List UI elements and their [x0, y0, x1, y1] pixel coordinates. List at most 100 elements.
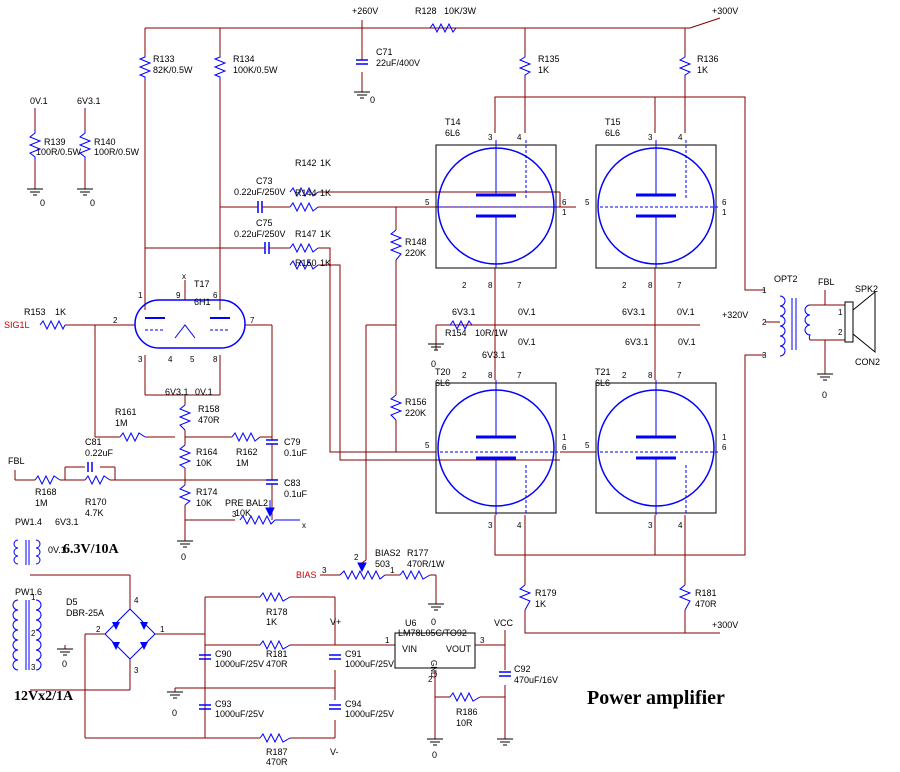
c71-id: C71	[376, 47, 393, 57]
rail-300v-top: +300V	[712, 6, 738, 16]
pin: 1	[562, 433, 567, 442]
r161-val: 1M	[115, 418, 128, 428]
t17-heater-label: 6V3.1	[165, 387, 189, 397]
pin: 2	[462, 371, 467, 380]
c79-id: C79	[284, 437, 301, 447]
rail-320v: +320V	[722, 310, 748, 320]
diagram-title: Power amplifier	[587, 687, 725, 709]
pin: 1	[722, 433, 727, 442]
pin: 7	[517, 281, 522, 290]
pin: 3	[762, 351, 767, 360]
c75-id: C75	[256, 218, 273, 228]
pw14-b: 0V.1	[48, 545, 66, 555]
r174-val: 470R/1W	[407, 559, 445, 569]
r164-id: R164	[196, 447, 218, 457]
t21-heater-label: 6V3.1	[625, 337, 649, 347]
r178-val: 1K	[535, 599, 546, 609]
r168-id: R170	[85, 497, 107, 507]
r147-id: R147	[295, 229, 317, 239]
c83-val: 0.1uF	[284, 489, 308, 499]
u6-val: LM78L05C/TO92	[398, 628, 467, 638]
r177-id: R178	[266, 607, 288, 617]
t21-id: T21	[595, 367, 611, 377]
c90-id: C90	[215, 649, 232, 659]
r170-id: R174	[196, 487, 218, 497]
tube-t15	[595, 140, 720, 269]
pin: 1	[838, 308, 843, 317]
pin: 6	[213, 291, 218, 300]
r166-val: 1M	[35, 498, 48, 508]
t14-type: 6L6	[445, 128, 460, 138]
r154-val: 10R/1W	[475, 328, 508, 338]
pin: 4	[517, 521, 522, 530]
r140-val: 100R/0.5W	[94, 147, 140, 157]
r164-val: 10K	[196, 458, 212, 468]
pin: 2	[762, 318, 767, 327]
pin: 5	[585, 441, 590, 450]
gnd-c71: 0	[370, 95, 375, 105]
c79-val: 0.1uF	[284, 448, 308, 458]
r186-id: R186	[456, 707, 478, 717]
r168-val: 4.7K	[85, 508, 104, 518]
r170-val: 10K	[196, 498, 212, 508]
pin: x	[182, 272, 186, 281]
c92-id: C92	[514, 664, 531, 674]
pin: 5	[425, 198, 430, 207]
pin: 1	[562, 208, 567, 217]
pin: 4	[134, 596, 139, 605]
pin: 1	[160, 625, 165, 634]
fbl-output-label: FBL	[818, 277, 835, 287]
pin: 7	[517, 371, 522, 380]
pin: 3	[138, 355, 143, 364]
pin: 4	[678, 133, 683, 142]
gnd-cathode: 0	[431, 359, 436, 369]
pin: 5	[425, 441, 430, 450]
r139-val: 100R/0.5W	[36, 147, 82, 157]
pin: 9	[176, 291, 181, 300]
t15-heater-label: 6V3.1	[622, 307, 646, 317]
r158-id: R158	[198, 404, 220, 414]
c91-val: 1000uF/25V	[345, 659, 394, 669]
rail-vplus: V+	[330, 617, 341, 627]
regulator-u6	[394, 632, 476, 669]
r148-id: R148	[405, 237, 427, 247]
r156-id: R156	[405, 397, 427, 407]
pin: 6	[562, 443, 567, 452]
bias-input-label: BIAS	[296, 570, 317, 580]
gnd-r139: 0	[40, 198, 45, 208]
gnd-supply: 0	[172, 708, 177, 718]
c73-val: 0.22uF/250V	[234, 187, 286, 197]
pin: 4	[678, 521, 683, 530]
r181-id: R181	[266, 649, 288, 659]
r128-val: 10K/3W	[444, 6, 477, 16]
r136-val: 1K	[697, 65, 708, 75]
r153-val: 1K	[55, 307, 66, 317]
pw14-label: PW1.4	[15, 517, 42, 527]
pin: 2	[31, 629, 36, 638]
r186-val: 10R	[456, 718, 473, 728]
r144-val: 1K	[320, 188, 331, 198]
r136-id: R136	[697, 54, 719, 64]
r150-val: 1K	[320, 258, 331, 268]
spk-label: SPK2	[855, 284, 878, 294]
gnd-spk: 0	[822, 390, 827, 400]
d5-val: DBR-25A	[66, 608, 104, 618]
r161-id: R161	[115, 407, 137, 417]
pin: 7	[677, 371, 682, 380]
prebal-val: 10K	[235, 508, 251, 518]
pin: 5	[585, 198, 590, 207]
c92-val: 470uF/16V	[514, 675, 558, 685]
rail-300v-bottom: +300V	[712, 620, 738, 630]
r150-id: R150	[295, 258, 317, 268]
c94-id: C94	[345, 699, 362, 709]
r134-val: 100K/0.5W	[233, 65, 278, 75]
sig-input-label: SIG1L	[4, 320, 30, 330]
t21-type: 6L6	[595, 378, 610, 388]
r187-id: R187	[266, 747, 288, 757]
c71-val: 22uF/400V	[376, 58, 420, 68]
r139-id: R139	[44, 137, 66, 147]
gnd-bridge: 0	[62, 659, 67, 669]
t14-0v-label: 0V.1	[518, 307, 536, 317]
main-supply-label: 12Vx2/1A	[14, 689, 74, 704]
pin: 2	[838, 328, 843, 337]
